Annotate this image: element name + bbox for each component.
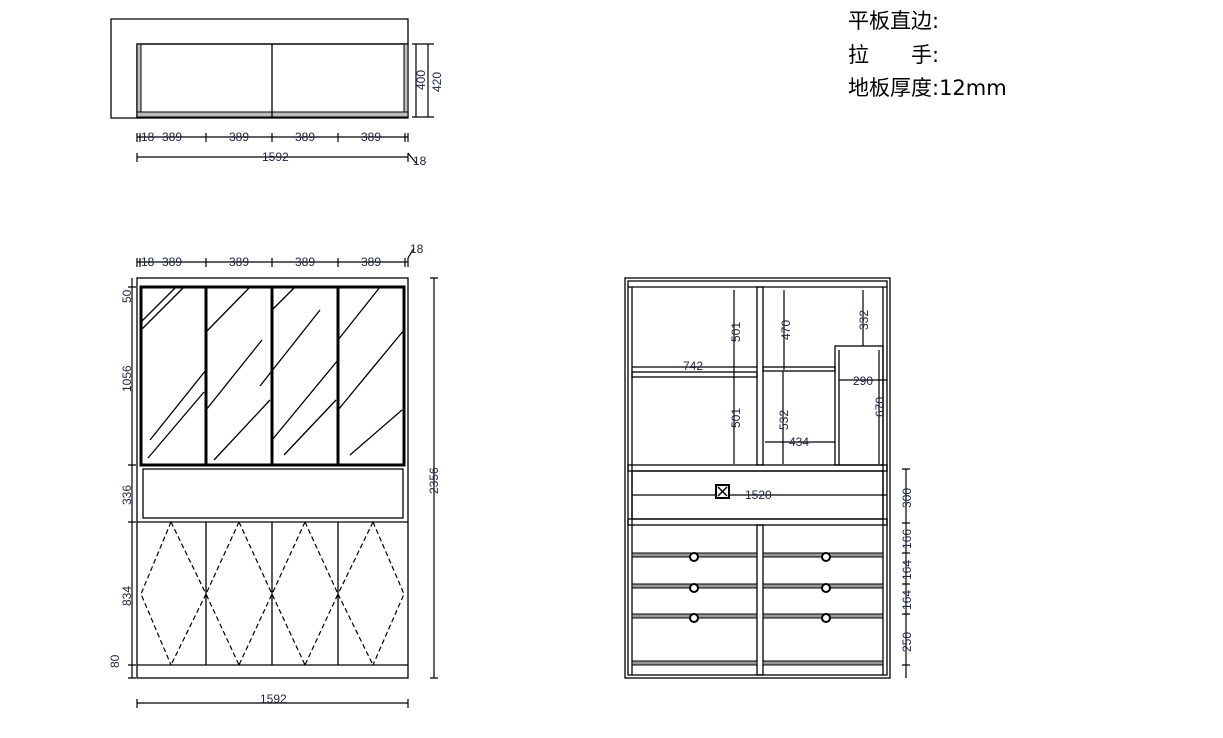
dim-front-height: 2356: [427, 467, 441, 494]
dim-top-side-18: 18: [413, 154, 427, 168]
dim-front-1056: 1056: [120, 365, 134, 392]
dim-front-50: 50: [120, 289, 134, 303]
dim-332: 332: [857, 310, 871, 330]
dim-742: 742: [683, 359, 703, 373]
front-view: 18 389 389 389 389 18 50 1056 336 834 80…: [108, 242, 441, 708]
dim-532: 532: [777, 410, 791, 430]
interior-view: 501 501 742 470 332 290 670 532 434 1520…: [624, 277, 914, 679]
knob-icon: [689, 613, 699, 623]
dim-top-389-4: 389: [361, 130, 381, 144]
dim-top-389-1: 389: [162, 130, 182, 144]
dim-501-lower: 501: [729, 408, 743, 428]
dim-front-18: 18: [141, 255, 155, 269]
dim-top-total: 1592: [262, 150, 289, 164]
dim-top-389-3: 389: [295, 130, 315, 144]
dim-501-upper: 501: [729, 322, 743, 342]
knob-icon: [689, 552, 699, 562]
dim-1520: 1520: [745, 488, 772, 502]
dim-250: 250: [900, 632, 914, 652]
dim-front-side-18: 18: [410, 242, 424, 256]
dim-164-a: 164: [900, 560, 914, 580]
dim-300: 300: [900, 488, 914, 508]
dim-470: 470: [779, 320, 793, 340]
knob-icon: [821, 583, 831, 593]
dim-670: 670: [873, 397, 887, 417]
dim-434: 434: [789, 435, 809, 449]
note-edge: 平板直边:: [848, 9, 939, 33]
dim-top-389-2: 389: [229, 130, 249, 144]
dim-front-80: 80: [108, 654, 122, 668]
dim-front-389-4: 389: [361, 255, 381, 269]
dim-166: 166: [900, 529, 914, 549]
drawer-knobs: [689, 552, 831, 623]
dim-front-389-2: 389: [229, 255, 249, 269]
knob-icon: [821, 613, 831, 623]
dim-front-389-3: 389: [295, 255, 315, 269]
dim-front-834: 834: [120, 586, 134, 606]
dim-top-18: 18: [141, 130, 155, 144]
dim-front-336: 336: [120, 485, 134, 505]
top-view: 400 420 18 389 389 389 389 1592 18: [110, 18, 444, 168]
note-floor-thickness: 地板厚度:12mm: [848, 76, 1007, 100]
knob-icon: [821, 552, 831, 562]
dim-depth-400: 400: [414, 70, 428, 90]
dim-290: 290: [853, 374, 873, 388]
knob-icon: [689, 583, 699, 593]
dim-front-total: 1592: [260, 692, 287, 706]
dim-164-b: 164: [900, 590, 914, 610]
note-handle: 拉 手:: [848, 43, 939, 67]
dim-front-389-1: 389: [162, 255, 182, 269]
dim-depth-420: 420: [430, 72, 444, 92]
